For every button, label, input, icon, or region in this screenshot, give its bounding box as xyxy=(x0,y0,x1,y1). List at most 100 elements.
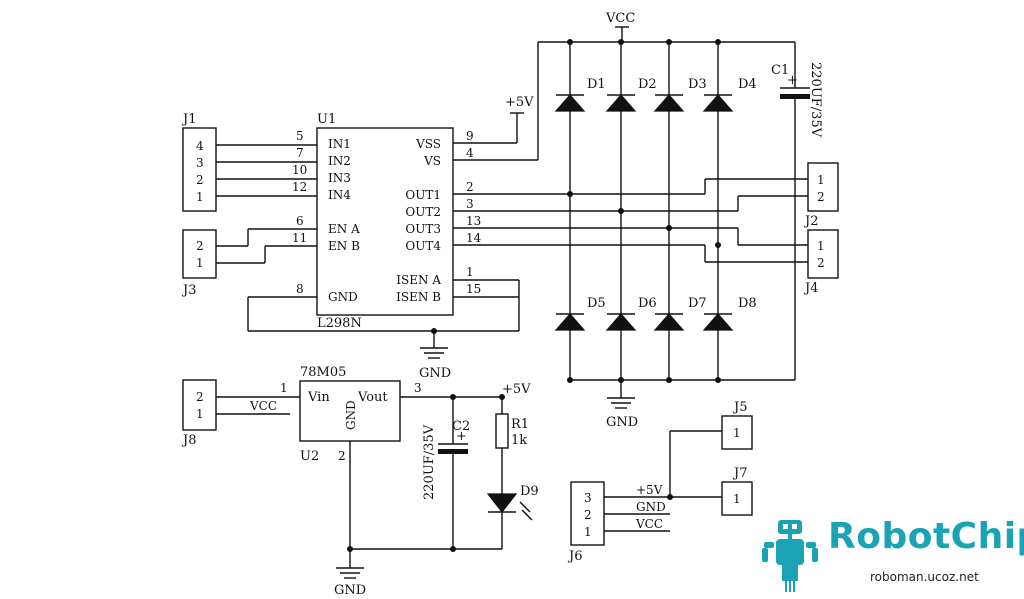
j6-net-vcc: VCC xyxy=(635,517,663,531)
robotchip-logo: RobotChip roboman.ucoz.net xyxy=(758,514,1024,594)
diode-d4 xyxy=(702,94,734,112)
diode-d7 xyxy=(653,313,685,331)
j7-ref: J7 xyxy=(732,466,747,481)
u1-pin-out2: OUT2 xyxy=(405,205,441,219)
c2-value: 220UF/35V xyxy=(422,424,437,500)
robot-icon xyxy=(762,520,818,592)
j1-pin-3: 3 xyxy=(196,156,204,170)
u1-num-3: 3 xyxy=(466,197,474,211)
u1-pin-out1: OUT1 xyxy=(405,188,441,202)
u2-vin: Vin xyxy=(307,390,330,405)
j3-pin-1: 1 xyxy=(196,256,204,270)
u1-body xyxy=(316,127,454,316)
j6-net-gnd: GND xyxy=(636,500,666,514)
u1-pin-out3: OUT3 xyxy=(405,222,441,236)
vcc-label: VCC xyxy=(605,11,635,26)
connector-j5: 1 J5 xyxy=(721,400,753,450)
diode-d8-label: D8 xyxy=(738,296,757,311)
u2-pin1: 1 xyxy=(280,381,288,395)
u1-pin-vss: VSS xyxy=(415,137,441,151)
diode-d5-label: D5 xyxy=(587,296,606,311)
u1-num-1: 1 xyxy=(466,265,474,279)
diode-d5 xyxy=(554,313,586,331)
j8-pin-1: 1 xyxy=(196,407,204,421)
gnd-label-u2: GND xyxy=(334,583,366,597)
u1-num-15: 15 xyxy=(466,282,481,296)
u2-ref: U2 xyxy=(300,449,319,464)
diode-d3-label: D3 xyxy=(688,77,707,92)
led-d9: D9 xyxy=(486,484,539,549)
u2-gnd: GND xyxy=(344,400,358,430)
diode-d2-label: D2 xyxy=(638,77,657,92)
capacitor-c1: + C1 220UF/35V xyxy=(771,42,823,380)
j4-pin-2: 2 xyxy=(817,256,825,270)
u2-pin2: 2 xyxy=(338,449,346,463)
plus5v-label-u2: +5V xyxy=(502,382,531,397)
u1-part: L298N xyxy=(317,316,362,331)
j1-pin-2: 2 xyxy=(196,173,204,187)
u1-pin-isena: ISEN A xyxy=(396,273,441,287)
u1-num-10: 10 xyxy=(292,163,307,177)
diode-bridge: D1 D2 D3 D4 D5 D6 D7 D8 GND xyxy=(554,39,795,430)
diode-d8 xyxy=(702,313,734,331)
j6-pin-2: 2 xyxy=(584,508,592,522)
u1-l298n: U1 L298N IN1 IN2 IN3 IN4 EN A EN B GND V… xyxy=(247,112,808,381)
diode-d6 xyxy=(605,313,637,331)
u1-num-4: 4 xyxy=(466,146,474,160)
connector-j3: J3 2 1 xyxy=(181,228,317,298)
j8-ref: J8 xyxy=(181,433,196,448)
u2-part: 78M05 xyxy=(300,365,346,380)
r1-value: 1k xyxy=(511,433,527,448)
connector-j2: 1 2 J2 xyxy=(803,162,839,229)
u1-pin-in4: IN4 xyxy=(328,188,351,202)
u1-pin-gnd: GND xyxy=(328,290,358,304)
u1-num-13: 13 xyxy=(466,214,481,228)
diode-d1 xyxy=(554,94,586,112)
diode-d7-label: D7 xyxy=(688,296,707,311)
plus5v-label-u1: +5V xyxy=(505,95,534,110)
diode-d4-label: D4 xyxy=(738,77,757,92)
u1-pin-in3: IN3 xyxy=(328,171,351,185)
u1-pin-enb: EN B xyxy=(328,239,360,253)
j2-pin-1: 1 xyxy=(817,173,825,187)
diode-d1-label: D1 xyxy=(587,77,606,92)
j3-ref: J3 xyxy=(181,283,196,298)
diode-d6-label: D6 xyxy=(638,296,657,311)
connector-j1: J1 4 3 2 1 xyxy=(181,112,317,212)
u1-pin-isenb: ISEN B xyxy=(396,290,441,304)
c2-ref: C2 xyxy=(452,419,470,434)
u1-num-12: 12 xyxy=(292,180,307,194)
u2-vout: Vout xyxy=(357,390,388,405)
u1-num-14: 14 xyxy=(466,231,482,245)
gnd-label-u1: GND xyxy=(419,366,451,381)
u1-num-11: 11 xyxy=(292,231,307,245)
j8-vcc-label: VCC xyxy=(249,399,277,413)
j1-pin-1: 1 xyxy=(196,190,204,204)
j4-pin-1: 1 xyxy=(817,239,825,253)
u1-num-6: 6 xyxy=(296,214,304,228)
j5-pin-1: 1 xyxy=(733,426,741,440)
brand-url[interactable]: roboman.ucoz.net xyxy=(870,570,979,584)
c1-ref: C1 xyxy=(771,63,789,78)
j1-ref: J1 xyxy=(181,112,196,127)
c2-plus: + xyxy=(456,429,467,444)
diode-d2 xyxy=(605,94,637,112)
u1-pin-vs: VS xyxy=(423,154,441,168)
j6-net-plus5v: +5V xyxy=(636,483,663,497)
u2-body xyxy=(299,380,401,442)
diode-d3 xyxy=(653,94,685,112)
u1-num-2: 2 xyxy=(466,180,474,194)
gnd-label-bridge: GND xyxy=(606,415,638,430)
j6-pin-1: 1 xyxy=(584,525,592,539)
brand-name: RobotChip xyxy=(828,516,1024,557)
connector-j6: 3 2 1 J6 +5V GND VCC xyxy=(567,430,722,564)
j2-ref: J2 xyxy=(803,214,818,229)
j8-pin-2: 2 xyxy=(196,390,204,404)
c1-plus: + xyxy=(787,73,798,88)
resistor-r1: R1 1k xyxy=(495,397,529,494)
capacitor-c2: + C2 220UF/35V xyxy=(422,397,470,549)
u2-78m05: 78M05 Vin Vout GND U2 2 3 +5V GND xyxy=(299,365,531,597)
j3-pin-2: 2 xyxy=(196,239,204,253)
u2-pin3: 3 xyxy=(414,381,422,395)
